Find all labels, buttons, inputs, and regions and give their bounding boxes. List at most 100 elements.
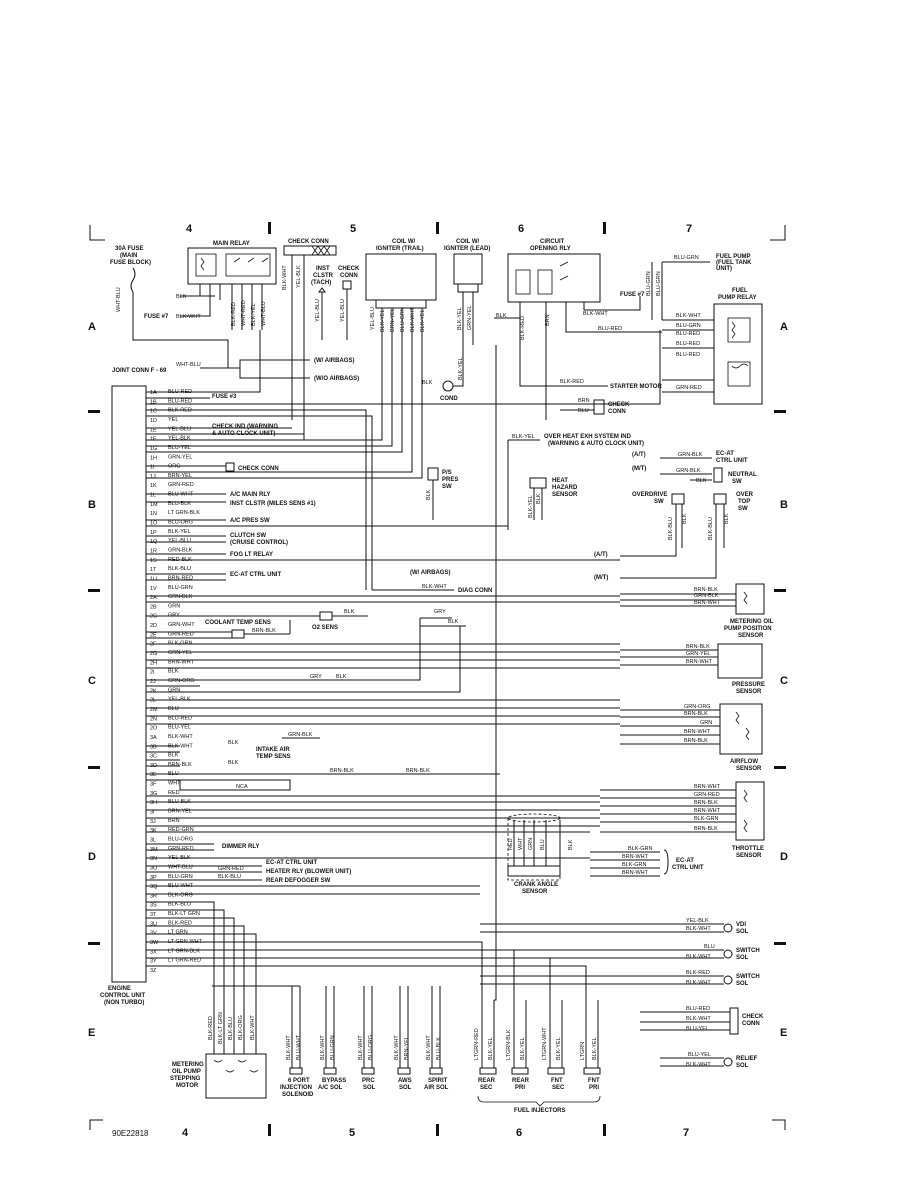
ecu-pin-wire-1o: BLU-ORG (168, 520, 193, 526)
heat-hazard-box (529, 477, 547, 489)
wire-brn-wht-p: BRN-WHT (686, 659, 713, 665)
ec-at-ctrl-unit-d: EC-AT CTRL UNIT (266, 860, 317, 866)
wire-blk-wht-co: BLK-WHT (583, 311, 608, 317)
aws-2: SOL (399, 1085, 412, 1091)
ecu-pin-3j: 3J (150, 819, 156, 825)
corner-marks (89, 225, 786, 1130)
ecu-pin-2h: 2H (150, 660, 157, 666)
wire-blu-red-fr: BLU-RED (676, 341, 700, 347)
neutral-sw-box (713, 467, 723, 483)
ecu-pin-1s: 1S (150, 558, 157, 564)
ecu-pin-2d: 2D (150, 623, 157, 629)
wire-blk-red-st: BLK-RED (208, 1016, 214, 1040)
wire-blk-wht-v: BLK-WHT (686, 926, 711, 932)
wire-gry-o2: GRY (434, 609, 446, 615)
crank-angle-2: SENSOR (522, 889, 548, 895)
airflow-2: SENSOR (736, 766, 762, 772)
wire-blk-ltgrn-st: BLK-LT GRN (218, 1012, 224, 1044)
wire-blu-red-3: BLU-RED (676, 352, 700, 358)
spirit-1: SPIRIT (428, 1078, 448, 1084)
ecu-pin-wire-3a: BLK-WHT (168, 734, 193, 740)
over-top-box (713, 493, 727, 505)
w-airbags-2: (W/ AIRBAGS) (410, 570, 450, 576)
wire-blk-grn-ec: BLK-GRN (628, 846, 652, 852)
ecu-pin-3b: 3B (150, 744, 157, 750)
ecu-pin-3l: 3L (150, 837, 156, 843)
wire-blk-main: BLK (176, 294, 187, 300)
ecu-pin-wire-1f: YEL-BLK (168, 436, 191, 442)
fuel-injectors: LTGRN-RED BLK-YEL REAR SEC LTGRN-BLK BLK… (474, 1000, 601, 1114)
wire-blk-n: BLK (696, 478, 707, 484)
wire-blu-sw: BLU (704, 944, 715, 950)
overdrive-1: OVERDRIVE (632, 492, 667, 498)
over-top-3: SW (738, 506, 748, 512)
prc-2: SOL (363, 1085, 376, 1091)
ecu-pin-2b: 2B (150, 604, 157, 610)
wire-brn-blk-ia: BRN-BLK (330, 768, 354, 774)
wire-blu-grn-by: BLU-GRN (330, 1035, 336, 1060)
wire-blk-yel-rp: BLK-YEL (520, 1037, 526, 1060)
wire-blk-red-co: BLK-RED (520, 316, 526, 340)
ecu-pin-2k: 2K (150, 688, 157, 694)
check-conn-b-box (225, 462, 235, 472)
ecu-pin-wire-1c: BLK-RED (168, 408, 192, 414)
relief-1: RELIEF (736, 1056, 758, 1062)
ec-at-ctrl-1: EC-AT CTRL UNIT (230, 572, 281, 578)
coil-trail-1: COIL W/ (392, 239, 416, 245)
at-2: (A/T) (594, 552, 608, 558)
wire-blu-grn-3: BLU-GRN (656, 271, 662, 296)
ecu-pin-wire-3x: LT GRN-BLK (168, 948, 200, 954)
fuse-30a-sub2: FUSE BLOCK) (110, 260, 151, 266)
check-conn-small-2: CONN (340, 273, 358, 279)
wire-blk-ot: BLK (724, 513, 730, 524)
wire-yel-blk-cc: YEL-BLK (296, 265, 302, 288)
inst-clstr-miles: INST CLSTR (MILES SENS #1) (230, 501, 316, 507)
fuse-7a-label: FUSE #7 (144, 314, 169, 320)
wire-blk-wht-cc2: BLK-WHT (686, 1016, 711, 1022)
wire-ltgrn-wht-fs: LTGRN-WHT (542, 1027, 548, 1060)
fuel-pump-relay-2: PUMP RELAY (718, 295, 757, 301)
ecu-pin-wire-1m: BLU-BLK (168, 501, 191, 507)
airflow-1: AIRFLOW (730, 759, 758, 765)
wire-blk-wht-sp: BLK-WHT (426, 1035, 432, 1060)
ac-pres-sw: A/C PRES SW (230, 518, 270, 524)
ecu-pin-wire-1n: LT GRN-BLK (168, 510, 200, 516)
ecu-pin-3i: 3I (150, 810, 155, 816)
mt-1: (M/T) (632, 466, 646, 472)
throttle-2: SENSOR (736, 853, 762, 859)
row-label-c-right: C (780, 675, 788, 687)
ps-pres-3: SW (442, 484, 452, 490)
wire-grn-red-t: GRN-RED (694, 792, 720, 798)
wire-yel-blu-coil: YEL-BLU (370, 307, 376, 330)
fuel-pump-relay-1: FUEL (732, 288, 748, 294)
fuse-30a-sub1: (MAIN (120, 253, 137, 259)
check-conn-e-box (729, 1007, 739, 1035)
wire-blk-yel-coil2: BLK-YEL (420, 309, 426, 332)
overdrive-2: SW (654, 499, 664, 505)
wire-wht-blu-fuse: WHT-BLU (116, 287, 122, 312)
ecu-pin-wire-1g: BLU-YEL (168, 445, 191, 451)
check-conn-e-1: CHECK (742, 1014, 764, 1020)
check-conn-top-label: CHECK CONN (288, 239, 329, 245)
ecu-pin-1a: 1A (150, 390, 157, 396)
wire-blk-wht-prc: BLK-WHT (358, 1035, 364, 1060)
overdrive-box (671, 493, 685, 505)
wire-blk-mid: BLK (336, 674, 347, 680)
ecu-pin-1d: 1D (150, 418, 157, 424)
wire-blk-wht-rel: BLK-WHT (686, 1062, 711, 1068)
ecu-pin-wire-1d: YEL (168, 417, 178, 423)
check-conn-small-box (342, 280, 352, 290)
ecu-pin-3t: 3T (150, 912, 157, 918)
wire-blk-yel-rs: BLK-YEL (488, 1037, 494, 1060)
wire-wht-blu-mr: WHT-BLU (261, 301, 267, 326)
check-conn-b-label: CHECK CONN (238, 466, 279, 472)
ec-at-right-1: EC-AT (716, 451, 734, 457)
ecu-pin-3x: 3X (150, 949, 157, 955)
row-label-a: A (88, 321, 96, 333)
inst-clstr-1: INST (316, 266, 330, 272)
ecu-pin-1e: 1E (150, 427, 157, 433)
stepping-4: MOTOR (176, 1083, 199, 1089)
ecu-pin-1t: 1T (150, 567, 157, 573)
fnt-sec-2: SEC (552, 1085, 565, 1091)
